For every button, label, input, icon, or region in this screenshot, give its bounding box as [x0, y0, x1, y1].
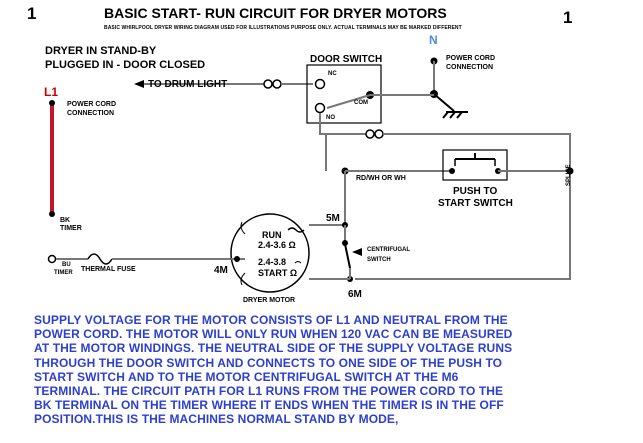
dryer-motor-label: DRYER MOTOR: [243, 297, 296, 304]
description-paragraph: SUPPLY VOLTAGE FOR THE MOTOR CONSISTS OF…: [34, 313, 634, 427]
right-neutral-wire: [355, 133, 571, 280]
description-line: TERMINAL. THE CIRCUIT PATH FOR L1 RUNS F…: [34, 384, 504, 399]
push-switch-terminal-left: [449, 168, 455, 174]
power-cord-left-label-2: CONNECTION: [67, 110, 115, 117]
centrifugal-arrow: [352, 248, 362, 256]
drum-light-arrow: [134, 80, 144, 88]
run-winding-coil: [287, 227, 305, 233]
terminal-4m-label: 4M: [214, 265, 228, 276]
state-line-2: PLUGGED IN - DOOR CLOSED: [45, 59, 206, 71]
terminal-6m-label: 6M: [348, 289, 362, 300]
description-line: AT THE MOTOR WINDINGS. THE NEUTRAL SIDE …: [34, 341, 513, 356]
connector-door: [365, 129, 384, 139]
motor-4m-terminal: [234, 256, 240, 262]
power-cord-right-label-1: POWER CORD: [446, 55, 495, 62]
centrifugal-switch-blade: [344, 243, 351, 269]
description-line: POWER CORD. THE MOTOR WILL ONLY RUN WHEN…: [34, 327, 513, 342]
door-switch-no-terminal: [314, 102, 326, 114]
description-line: POSITION.THIS IS THE MACHINES NORMAL STA…: [34, 412, 399, 427]
bu-timer-terminal: [47, 254, 57, 264]
dryer-motor-outline: [230, 213, 310, 293]
state-line-1: DRYER IN STAND-BY: [45, 45, 157, 57]
power-cord-right-label-2: CONNECTION: [446, 64, 494, 71]
nc-label: NC: [328, 71, 337, 77]
terminal-5m-label: 5M: [326, 213, 340, 224]
bk-timer-label-1: BK: [60, 217, 71, 224]
diagram-title: BASIC START- RUN CIRCUIT FOR DRYER MOTOR…: [104, 5, 447, 21]
neutral-label: N: [429, 33, 438, 47]
description-line: SUPPLY VOLTAGE FOR THE MOTOR CONSISTS OF…: [34, 313, 508, 327]
description-line: THROUGH THE DOOR SWITCH AND CONNECTS TO …: [34, 355, 503, 370]
description-line: BK TERMINAL ON THE TIMER WHERE IT ENDS W…: [34, 398, 504, 413]
start-winding-coil: [294, 261, 302, 264]
com-label: COM: [354, 100, 368, 106]
to-drum-light-label: TO DRUM LIGHT: [148, 79, 228, 90]
rdwh-label: RD/WH OR WH: [356, 175, 406, 182]
centrifugal-label-2: SWITCH: [367, 257, 391, 263]
description-line: START SWITCH AND TO THE MOTOR CENTRIFUGA…: [34, 369, 459, 384]
splice-label: SPLICE: [566, 164, 572, 186]
thermal-fuse-label: THERMAL FUSE: [81, 266, 136, 273]
bk-timer-label-2: TIMER: [60, 225, 82, 232]
page-number-right: 1: [563, 8, 573, 27]
page-number-left: 1: [27, 4, 37, 23]
run-ohms-label: 2.4-3.6 Ω: [258, 240, 296, 250]
push-to-start-label-1: PUSH TO: [453, 186, 498, 197]
run-label: RUN: [262, 230, 282, 240]
push-to-start-box: [442, 149, 508, 181]
door-switch-blade: [326, 94, 371, 109]
door-switch-label: DOOR SWITCH: [310, 54, 383, 65]
door-switch-nc-terminal: [314, 78, 326, 90]
start-ohms-label: 2.4-3.8: [258, 257, 287, 267]
bu-timer-label-2: TIMER: [54, 270, 73, 276]
start-label: START Ω: [258, 268, 298, 278]
bk-timer-terminal: [49, 211, 55, 217]
l1-power-cord-terminal: [49, 100, 55, 106]
push-to-start-label-2: START SWITCH: [438, 198, 513, 209]
connector-left: [263, 79, 282, 89]
bu-timer-label-1: BU: [62, 262, 71, 268]
l1-label: L1: [44, 85, 59, 99]
no-label: NO: [326, 115, 335, 121]
ground-symbol: [433, 93, 468, 119]
power-cord-left-label-1: POWER CORD: [67, 101, 116, 108]
centrifugal-label-1: CENTRIFUGAL: [367, 247, 410, 253]
thermal-fuse-symbol: [87, 253, 113, 265]
diagram-subtitle: BASIC WHIRLPOOL DRYER WIRING DIAGRAM USE…: [104, 25, 462, 31]
splice-junction: [566, 167, 574, 175]
no-wire: [319, 113, 367, 135]
centrifugal-switch-pivot: [342, 240, 348, 246]
